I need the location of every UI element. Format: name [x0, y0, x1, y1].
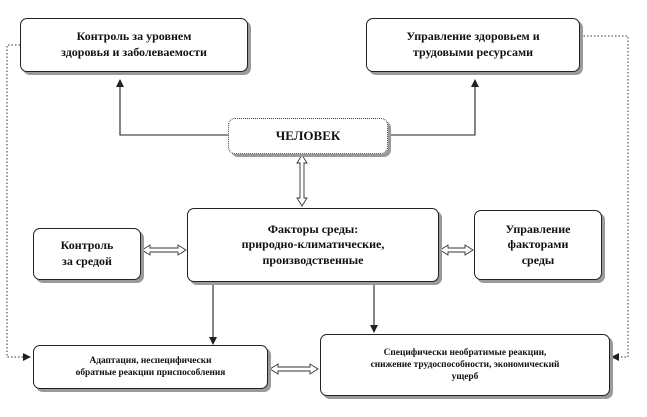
edge-environment-control-factors: [141, 244, 187, 256]
edge-health-management-to-specific: [580, 35, 629, 361]
edge-human-environment-factors: [296, 154, 308, 207]
edge-health-control-to-adaptation: [6, 44, 31, 361]
node-environment-control: Контроль за средой: [33, 228, 141, 280]
node-health-management: Управление здоровьем и трудовыми ресурса…: [366, 18, 580, 72]
edge-adaptation-specific-reactions: [269, 363, 319, 375]
node-health-control: Контроль за уровнем здоровья и заболевае…: [20, 18, 248, 72]
node-factors-management: Управление факторами среды: [474, 210, 602, 280]
node-specific-reactions: Специфически необратимые реакции, снижен…: [320, 334, 610, 396]
node-human: ЧЕЛОВЕК: [228, 118, 388, 154]
node-environment-factors: Факторы среды: природно-климатические, п…: [187, 208, 439, 282]
edge-human-to-health-management: [388, 79, 479, 136]
node-adaptation: Адаптация, неспецифически обратные реакц…: [33, 345, 268, 389]
edge-human-to-health-control: [116, 79, 228, 136]
edge-factors-management: [439, 244, 474, 256]
